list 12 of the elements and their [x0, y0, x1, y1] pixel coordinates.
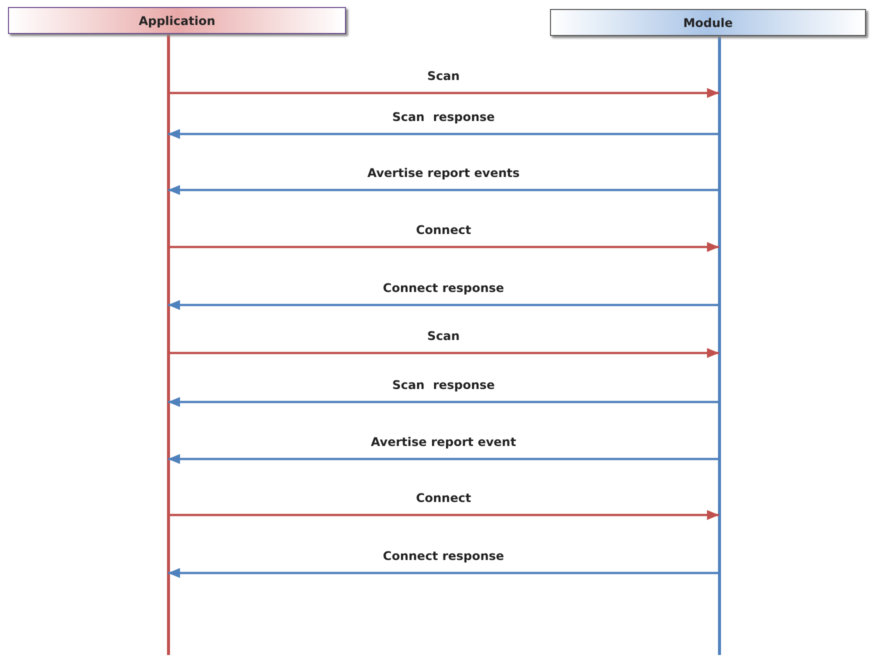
message-arrow — [168, 300, 719, 310]
message-arrow — [168, 510, 719, 520]
participant-box: Application — [8, 7, 346, 34]
message-arrow — [168, 348, 719, 358]
participant-box: Module — [550, 9, 866, 36]
message-arrow — [168, 397, 719, 407]
message-arrow — [168, 185, 719, 195]
message-arrow — [168, 88, 719, 98]
message-arrow — [168, 454, 719, 464]
message-arrow — [168, 129, 719, 139]
message-arrow — [168, 568, 719, 578]
message-arrow — [168, 242, 719, 252]
